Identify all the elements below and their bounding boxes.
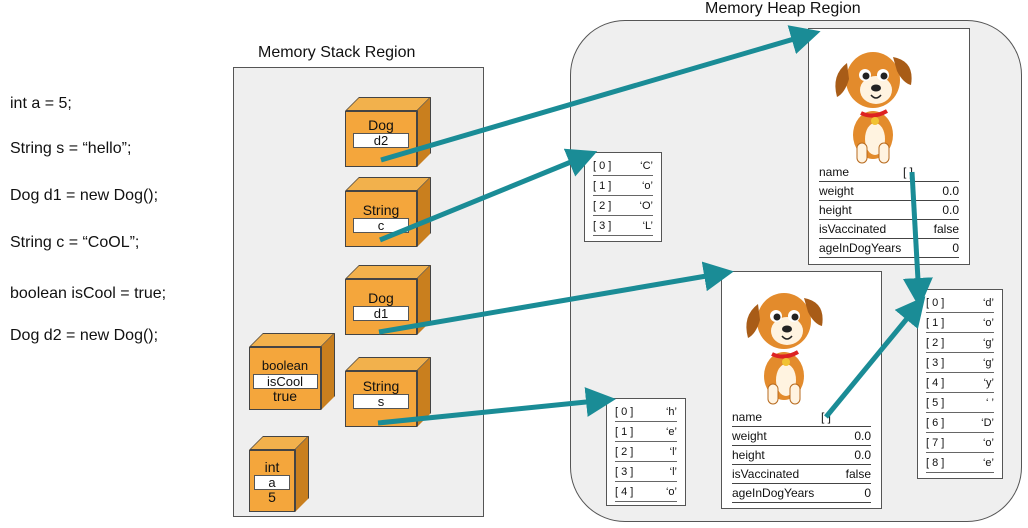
- array-row: [ 4 ]‘o’: [615, 485, 677, 502]
- dog-icon: [835, 52, 912, 164]
- box-type-label: String: [362, 378, 400, 394]
- array-row: [ 1 ]‘o’: [593, 179, 653, 196]
- stack-box-c: String c: [345, 177, 431, 247]
- box-type-label: Dog: [368, 117, 394, 133]
- field-name: name[ ]: [732, 410, 871, 427]
- array-row: [ 1 ]‘o’: [926, 316, 994, 333]
- array-row: [ 7 ]‘o’: [926, 436, 994, 453]
- array-row: [ 3 ]‘g’: [926, 356, 994, 373]
- array-row: [ 2 ]‘O’: [593, 199, 653, 216]
- box-var-name: c: [352, 218, 410, 233]
- array-row: [ 3 ]‘L’: [593, 219, 653, 236]
- box-value: 5: [268, 489, 276, 505]
- field-name: name[ ]: [819, 165, 959, 182]
- code-line: String c = “CoOL”;: [10, 234, 140, 251]
- box-type-label: int: [264, 459, 280, 475]
- char-array-hello: [ 0 ]‘h’ [ 1 ]‘e’ [ 2 ]‘l’ [ 3 ]‘l’ [ 4 …: [606, 398, 686, 506]
- stack-box-d1: Dog d1: [345, 265, 431, 335]
- box-var-name: isCool: [252, 374, 318, 389]
- heap-region-title: Memory Heap Region: [705, 0, 861, 17]
- stack-box-isCool: boolean isCool true: [249, 333, 335, 410]
- box-value: true: [272, 388, 298, 404]
- box-type-label: String: [362, 202, 400, 218]
- box-var-name: d2: [352, 133, 410, 148]
- char-array-dog-name: [ 0 ]‘d’ [ 1 ]‘o’ [ 2 ]‘g’ [ 3 ]‘g’ [ 4 …: [917, 289, 1003, 479]
- box-var-name: a: [253, 475, 291, 490]
- stack-box-d2: Dog d2: [345, 97, 431, 167]
- array-row: [ 3 ]‘l’: [615, 465, 677, 482]
- array-row: [ 8 ]‘e’: [926, 456, 994, 473]
- box-var-name: s: [352, 394, 410, 409]
- box-type-label: Dog: [368, 290, 394, 306]
- box-type-label: boolean: [261, 358, 309, 373]
- array-row: [ 2 ]‘g’: [926, 336, 994, 353]
- code-line: int a = 5;: [10, 95, 72, 112]
- array-row: [ 5 ]‘ ’: [926, 396, 994, 413]
- char-array-coool: [ 0 ]‘C’ [ 1 ]‘o’ [ 2 ]‘O’ [ 3 ]‘L’: [584, 152, 662, 242]
- array-row: [ 0 ]‘d’: [926, 296, 994, 313]
- stack-region-title: Memory Stack Region: [258, 44, 416, 61]
- code-line: String s = “hello”;: [10, 140, 132, 157]
- dog-icon: [746, 293, 823, 405]
- code-line: Dog d1 = new Dog();: [10, 187, 159, 204]
- box-var-name: d1: [352, 306, 410, 321]
- stack-box-a: int a 5: [249, 436, 309, 512]
- array-row: [ 0 ]‘h’: [615, 405, 677, 422]
- array-row: [ 4 ]‘y’: [926, 376, 994, 393]
- array-row: [ 2 ]‘l’: [615, 445, 677, 462]
- array-row: [ 6 ]‘D’: [926, 416, 994, 433]
- code-line: boolean isCool = true;: [10, 285, 167, 302]
- array-row: [ 1 ]‘e’: [615, 425, 677, 442]
- code-line: Dog d2 = new Dog();: [10, 327, 159, 344]
- array-row: [ 0 ]‘C’: [593, 159, 653, 176]
- stack-box-s: String s: [345, 357, 431, 427]
